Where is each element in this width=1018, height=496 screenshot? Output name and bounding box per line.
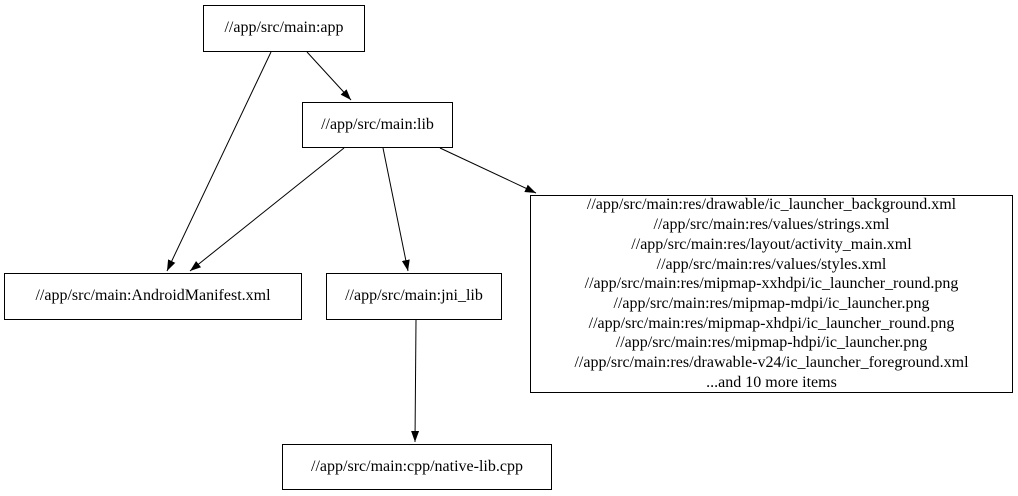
node-native-lib-cpp-label: //app/src/main:cpp/native-lib.cpp: [311, 457, 523, 475]
res-item: //app/src/main:res/layout/activity_main.…: [631, 235, 912, 253]
res-item: //app/src/main:res/mipmap-xhdpi/ic_launc…: [588, 314, 955, 332]
node-lib: //app/src/main:lib: [302, 102, 453, 148]
edge-lib-to-res-group: [439, 147, 537, 194]
edge-app-to-manifest: [166, 51, 272, 272]
res-item: //app/src/main:res/values/styles.xml: [656, 255, 887, 273]
res-item: //app/src/main:res/drawable/ic_launcher_…: [586, 196, 957, 214]
edge-lib-to-jni-lib: [382, 147, 410, 272]
node-android-manifest-label: //app/src/main:AndroidManifest.xml: [35, 287, 271, 305]
res-item: //app/src/main:res/drawable-v24/ic_launc…: [574, 354, 969, 372]
edge-lib-to-manifest: [189, 147, 345, 272]
node-jni-lib: //app/src/main:jni_lib: [326, 273, 502, 320]
res-item: //app/src/main:res/mipmap-xxhdpi/ic_laun…: [584, 275, 959, 293]
node-app: //app/src/main:app: [203, 5, 365, 52]
node-native-lib-cpp: //app/src/main:cpp/native-lib.cpp: [282, 444, 552, 490]
node-android-manifest: //app/src/main:AndroidManifest.xml: [4, 273, 302, 320]
edge-jni-lib-to-native-lib: [411, 319, 420, 443]
res-item: //app/src/main:res/values/strings.xml: [653, 216, 890, 234]
edge-app-to-lib: [306, 51, 352, 101]
res-item: //app/src/main:res/mipmap-hdpi/ic_launch…: [615, 334, 928, 352]
res-more-items: ...and 10 more items: [706, 373, 837, 391]
node-res-group: //app/src/main:res/drawable/ic_launcher_…: [530, 195, 1013, 393]
node-lib-label: //app/src/main:lib: [321, 115, 434, 133]
res-item: //app/src/main:res/mipmap-mdpi/ic_launch…: [613, 295, 930, 312]
node-app-label: //app/src/main:app: [224, 19, 344, 37]
node-jni-lib-label: //app/src/main:jni_lib: [345, 287, 483, 305]
